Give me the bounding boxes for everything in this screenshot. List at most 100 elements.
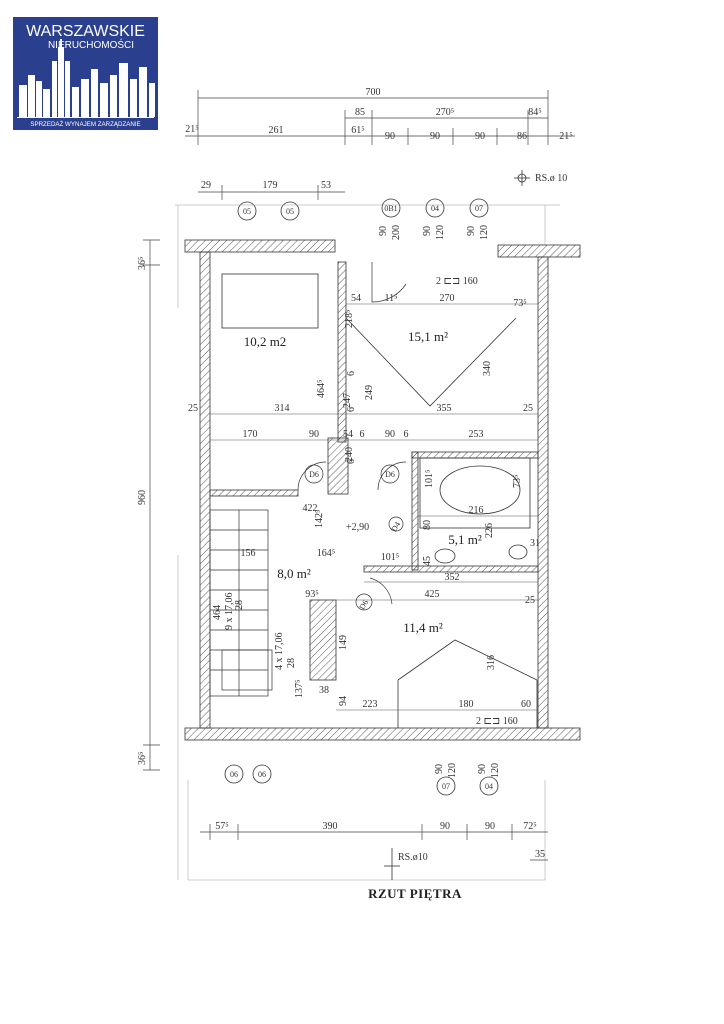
- dim-int-41: 6: [346, 371, 357, 376]
- interior-dimension-lines: [210, 303, 538, 711]
- dim-int-15: 90: [385, 429, 395, 440]
- plan-title: RZUT PIĘTRA: [368, 886, 462, 901]
- dim-int-42: 6: [346, 407, 357, 412]
- logo-line1: WARSZAWSKIE: [26, 23, 145, 40]
- logo-line2: NIERUCHOMOŚCI: [48, 38, 134, 51]
- dim-int-13: 54: [343, 429, 353, 440]
- door-mark-4: D6: [357, 598, 370, 611]
- window-mark-top-2: 05: [286, 207, 294, 216]
- window-mark-bottom-3: 07: [442, 782, 450, 791]
- dim-top-r2-3: 84⁵: [528, 107, 542, 118]
- dim-top-r2-2: 270⁵: [436, 107, 455, 118]
- dim-int-22: 164⁵: [317, 548, 336, 559]
- dim-top-r4-1: 29: [201, 180, 211, 191]
- room-4-area: 8,0 m²: [277, 566, 311, 581]
- bathroom-fixtures: [419, 457, 531, 564]
- window-mark-bottom-4: 04: [485, 782, 493, 791]
- section-marker-top: [514, 170, 530, 186]
- dim-bottom-5: 72⁵: [523, 821, 537, 832]
- door-mark-1: D6: [309, 470, 319, 479]
- dim-int-43: 6: [346, 459, 357, 464]
- dim-int-47: 73⁵: [512, 475, 523, 489]
- dim-bottom-3: 90: [440, 821, 450, 832]
- dim-top-r3-6: 90: [475, 131, 485, 142]
- dim-int-38: 28: [234, 600, 245, 610]
- dim-top-r3-7: 86: [517, 131, 527, 142]
- exterior-walls: [184, 239, 581, 741]
- dim-int-39: 28: [286, 658, 297, 668]
- opening-top-2b: 120: [435, 225, 446, 240]
- dim-int-20: 142⁵: [314, 510, 325, 529]
- room-1-area: 10,2 m2: [244, 334, 287, 349]
- dim-top-r4-2: 179: [263, 180, 278, 191]
- dim-int-2: 11⁵: [384, 293, 397, 304]
- dim-int-27: 425: [425, 589, 440, 600]
- door-mark-2: D6: [385, 470, 395, 479]
- dim-top-r2-1: 85: [355, 107, 365, 118]
- dim-side-top: 36⁵: [137, 257, 148, 271]
- dim-bottom-2: 390: [323, 821, 338, 832]
- dim-int-33: 38: [319, 685, 329, 696]
- window-size-top: 2 ⊏⊐ 160: [436, 276, 478, 287]
- dim-bottom-4: 90: [485, 821, 495, 832]
- level-mark: +2,90: [346, 522, 369, 533]
- section-label-bottom: RS.ø10: [398, 852, 428, 863]
- opening-bottom-2b: 120: [490, 763, 501, 778]
- door-mark-3: D4: [389, 520, 402, 533]
- dim-top-r3-2: 261: [269, 125, 284, 136]
- bed-outline: [221, 273, 319, 329]
- dim-int-10: 25: [523, 403, 533, 414]
- dim-int-7: 25: [188, 403, 198, 414]
- opening-top-3b: 120: [479, 225, 490, 240]
- section-marker-bottom: [384, 848, 400, 880]
- window-mark-top-5: 07: [475, 204, 483, 213]
- dim-top-r3-8: 21⁵: [559, 131, 573, 142]
- dim-int-32: 60: [521, 699, 531, 710]
- dim-int-44: 80: [422, 520, 433, 530]
- dim-int-3: 270: [440, 293, 455, 304]
- dim-int-29: 149: [338, 635, 349, 650]
- skyline-icon: [19, 39, 155, 117]
- room-2-area: 15,1 m²: [408, 329, 448, 344]
- window-mark-circles-bottom: [224, 764, 499, 796]
- dim-int-18: 240: [344, 447, 355, 462]
- dim-bottom-6: 35: [535, 849, 545, 860]
- window-mark-bottom-1: 06: [230, 770, 238, 779]
- dim-int-25: 156: [241, 548, 256, 559]
- room-3-area: 5,1 m²: [448, 532, 482, 547]
- staircase-icon: [209, 509, 273, 697]
- dim-int-48: 31: [530, 538, 540, 549]
- dim-int-8: 314: [275, 403, 290, 414]
- dim-int-12: 90: [309, 429, 319, 440]
- section-label-top: RS.ø 10: [535, 173, 567, 184]
- toilet-icon: [508, 544, 528, 560]
- logo-tagline: SPRZEDAŻ WYNAJEM ZARZĄDZANIE: [30, 121, 140, 128]
- dim-int-30: 223: [363, 699, 378, 710]
- dim-int-23: 101⁵: [381, 552, 400, 563]
- dim-bottom-1: 57⁵: [215, 821, 229, 832]
- guide-lines: [175, 204, 560, 881]
- window-mark-circles-top: [237, 198, 489, 221]
- dim-int-6: 464⁵: [316, 380, 327, 399]
- dim-top-r3-4: 90: [385, 131, 395, 142]
- dim-int-17: 253: [469, 429, 484, 440]
- dim-int-52: 247: [342, 393, 353, 408]
- dim-int-14: 6: [360, 429, 365, 440]
- top-dimension-lines: [185, 90, 575, 200]
- dim-int-46: 101⁵: [424, 470, 435, 489]
- dim-int-9: 355: [437, 403, 452, 414]
- dim-side-bottom: 36⁵: [137, 752, 148, 766]
- dim-total-width: 700: [366, 87, 381, 98]
- dim-int-36: 9 x 17,06: [224, 593, 235, 631]
- opening-bottom-1b: 120: [447, 763, 458, 778]
- dim-int-24: 352: [445, 572, 460, 583]
- dim-int-19: 422: [303, 503, 318, 514]
- dim-int-1: 54: [351, 293, 361, 304]
- dim-int-34: 94: [338, 696, 349, 706]
- opening-bottom-1a: 90: [434, 764, 445, 774]
- opening-bottom-2a: 90: [477, 764, 488, 774]
- dim-int-51: 340: [482, 361, 493, 376]
- opening-top-1b: 200: [391, 225, 402, 240]
- dim-top-r4-3: 53: [321, 180, 331, 191]
